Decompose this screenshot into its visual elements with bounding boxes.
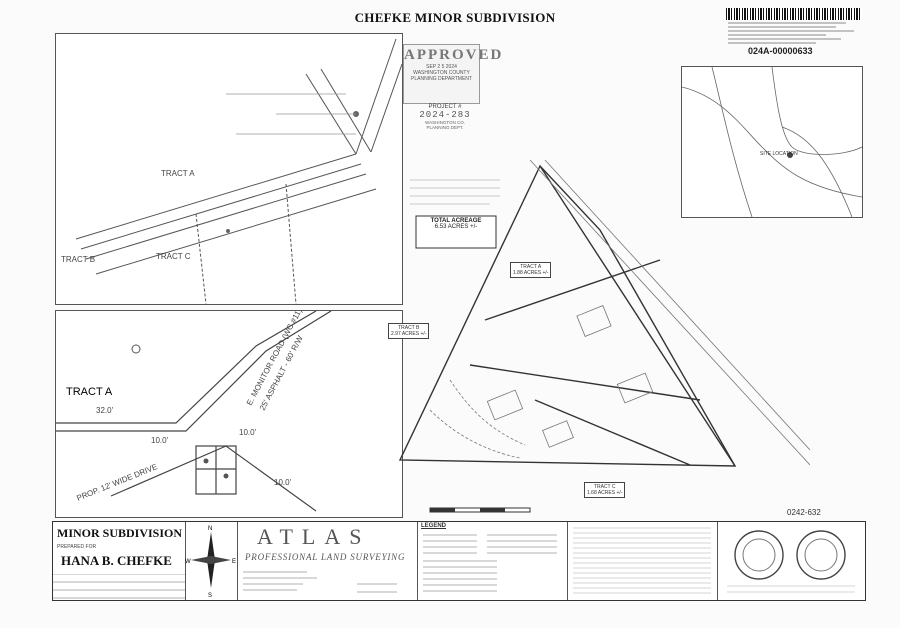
- legend-entries: [423, 534, 557, 592]
- vicinity-map: SITE LOCATION: [681, 66, 863, 218]
- inset-bottom-dim-10b: 10.0': [239, 428, 257, 437]
- title-block-heading: MINOR SUBDIVISION: [57, 526, 183, 540]
- plat-title: CHEFKE MINOR SUBDIVISION: [354, 10, 556, 25]
- tract-c-label: TRACT C 1.68 ACRES +/-: [584, 482, 626, 498]
- approval-stamp: APPROVED SEP 2 5 2024 WASHINGTON COUNTY …: [403, 44, 504, 104]
- inset-bottom-dim-32: 32.0': [96, 406, 114, 415]
- handwritten-number: 0242-632: [787, 508, 821, 517]
- north-label: N: [208, 526, 212, 532]
- approval-date: SEP 2 5 2024: [426, 64, 457, 70]
- project-label: PROJECT #: [428, 104, 462, 110]
- inset-top-tract-c: TRACT C: [156, 252, 191, 261]
- tract-b-label: TRACT B 2.97 ACRES +/-: [388, 323, 430, 339]
- vicinity-site-label: SITE LOCATION: [760, 151, 798, 157]
- title-block-info-rows: [53, 574, 185, 599]
- tract-a-label: TRACT A 1.88 ACRES +/-: [510, 262, 552, 278]
- inset-bottom-dim-10c: 10.0': [274, 478, 292, 487]
- certificates-cell: [567, 522, 718, 600]
- easement-detail-inset: TRACT A TRACT B TRACT C: [55, 33, 403, 305]
- vicinity-map-drawing: [681, 66, 863, 218]
- legend-cell: LEGEND: [417, 522, 568, 600]
- acreage-title: TOTAL ACREAGE: [430, 218, 482, 224]
- firm-cell: ATLAS PROFESSIONAL LAND SURVEYING: [237, 522, 418, 600]
- firm-subtitle: PROFESSIONAL LAND SURVEYING: [245, 552, 406, 562]
- west-label: W: [185, 559, 191, 565]
- firm-logo: ATLAS: [257, 524, 371, 549]
- inset-bottom-dim-10a: 10.0': [151, 436, 169, 445]
- inset-bottom-tract-a: TRACT A: [66, 386, 113, 398]
- easement-detail-drawing: TRACT A TRACT B TRACT C: [61, 38, 403, 305]
- project-org: WASHINGTON CO. PLANNING DEPT.: [424, 120, 465, 130]
- surveyor-seals: [727, 530, 855, 593]
- certificate-text-lines: [573, 527, 711, 594]
- approval-org: WASHINGTON COUNTY PLANNING DEPARTMENT: [411, 70, 472, 82]
- seals-cell: [717, 522, 865, 600]
- approval-word: APPROVED: [404, 47, 504, 63]
- barcode-image: [726, 8, 862, 20]
- project-stamp: PROJECT # 2024-283 WASHINGTON CO. PLANNI…: [415, 104, 475, 130]
- acreage-box: TOTAL ACREAGE 6.53 ACRES +/-: [416, 218, 496, 230]
- recording-text-lines: [728, 22, 854, 44]
- document-number: 024A-00000633: [748, 46, 813, 56]
- project-number: 2024-283: [419, 110, 471, 120]
- drive-detail-inset: TRACT A 32.0' 10.0' 10.0' 10.0' E. MONIT…: [55, 307, 403, 518]
- south-label: S: [208, 593, 212, 599]
- graphic-scale-bar: [429, 507, 531, 513]
- firm-address-lines: [243, 571, 397, 593]
- north-arrow-icon: N S E W: [185, 526, 236, 599]
- legend-heading: LEGEND: [421, 523, 447, 529]
- title-block-owner: HANA B. CHEFKE: [61, 553, 172, 568]
- title-block-prepared-for: PREPARED FOR: [57, 544, 97, 550]
- recording-block: 024A-00000633: [726, 8, 862, 64]
- inset-bottom-drive: PROP. 12' WIDE DRIVE: [75, 462, 158, 503]
- drive-detail-drawing: TRACT A 32.0' 10.0' 10.0' 10.0' E. MONIT…: [56, 307, 332, 512]
- inset-top-tract-a: TRACT A: [161, 169, 195, 178]
- inset-top-tract-b: TRACT B: [61, 255, 95, 264]
- acreage-value: 6.53 ACRES +/-: [434, 224, 478, 230]
- title-block: MINOR SUBDIVISION PREPARED FOR HANA B. C…: [52, 521, 866, 601]
- main-site-plan: [398, 160, 810, 467]
- east-label: E: [232, 559, 236, 565]
- north-arrow-cell: N S E W: [185, 522, 238, 600]
- title-block-owner-cell: MINOR SUBDIVISION PREPARED FOR HANA B. C…: [53, 522, 186, 600]
